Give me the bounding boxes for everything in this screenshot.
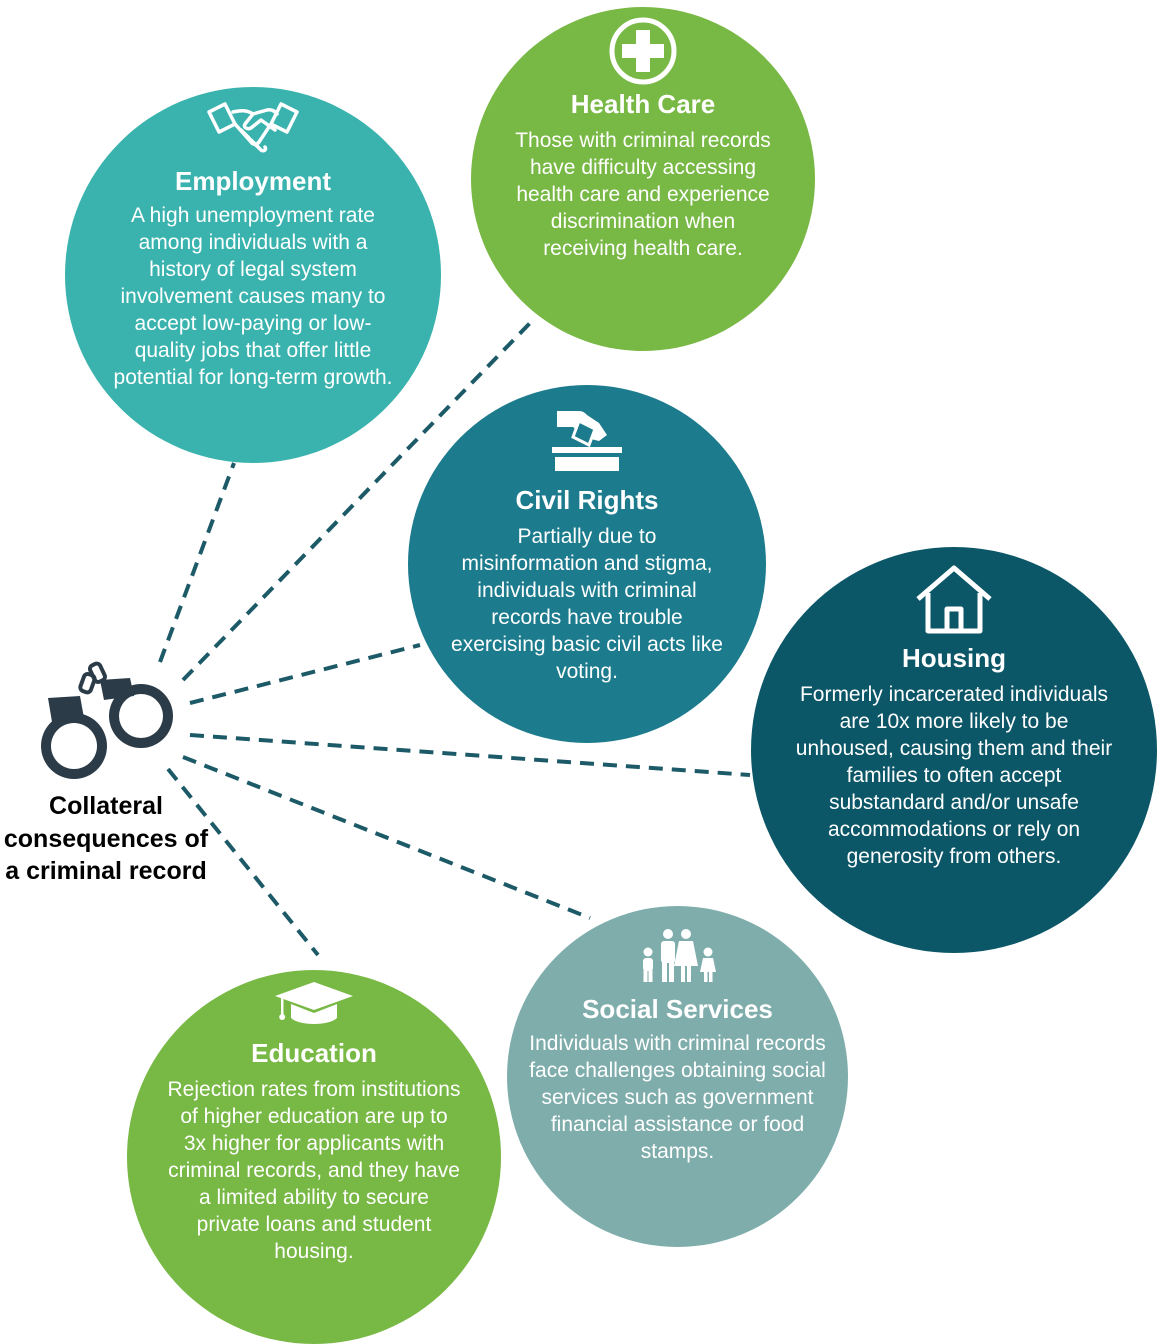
civil-rights-circle: Civil Rights Partially due to misinforma… [408, 385, 766, 743]
employment-circle: Employment A high unemployment rate amon… [65, 87, 441, 463]
social-services-title: Social Services [582, 994, 773, 1024]
housing-title: Housing [902, 643, 1006, 673]
ballot-box-icon [552, 411, 622, 471]
health-care-title: Health Care [570, 89, 716, 119]
employment-title: Employment [174, 166, 332, 196]
employment-text: A high unemployment rate among individua… [113, 204, 393, 389]
education-text: Rejection rates from institutions of hig… [167, 1078, 461, 1263]
handcuffs-icon [41, 661, 173, 779]
health-care-circle: Health Care Those with criminal records … [471, 7, 815, 351]
connector-housing [189, 733, 751, 777]
medical-cross-icon [609, 17, 677, 85]
connector-health-care [181, 318, 535, 682]
civil-rights-title: Civil Rights [515, 485, 659, 515]
education-circle: Education Rejection rates from instituti… [127, 970, 501, 1344]
civil-rights-text: Partially due to misinformation and stig… [451, 525, 723, 683]
housing-circle: Housing Formerly incarcerated individual… [751, 547, 1157, 953]
social-services-circle: Social Services Individuals with crimina… [507, 906, 848, 1247]
graduation-cap-icon [275, 982, 353, 1024]
connector-civil-rights [189, 643, 421, 705]
connector-education [166, 767, 320, 957]
connector-social-services [182, 755, 591, 920]
handshake-icon [207, 102, 299, 153]
health-care-text: Those with criminal records have difficu… [515, 129, 771, 260]
housing-text: Formerly incarcerated individuals are 10… [795, 683, 1113, 868]
social-services-text: Individuals with criminal records face c… [529, 1032, 826, 1163]
center-title: Collateral consequences of a criminal re… [3, 792, 209, 885]
house-icon [916, 565, 992, 634]
education-title: Education [251, 1038, 377, 1068]
connector-employment [158, 462, 236, 663]
center-node: Collateral consequences of a criminal re… [0, 655, 212, 925]
family-icon [642, 929, 716, 982]
